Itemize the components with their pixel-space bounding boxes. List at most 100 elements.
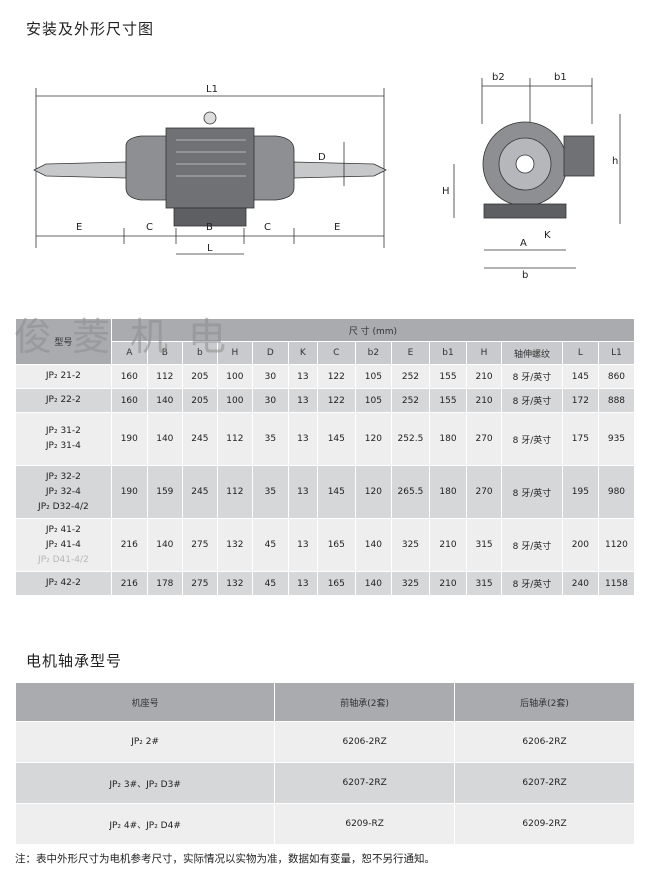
label-E-right: E — [334, 222, 340, 233]
value-cell: 105 — [354, 364, 392, 389]
model-name: JP₂ 41-2 — [45, 524, 81, 535]
value-cell: 252 — [390, 388, 430, 413]
value-cell: 160 — [110, 388, 148, 413]
value-cell: 132 — [216, 518, 253, 572]
model-name: JP₂ 32-4 — [45, 486, 81, 497]
column-header: b2 — [354, 341, 392, 365]
value-cell: 13 — [287, 388, 318, 413]
model-name: JP₂ D41-4/2 — [38, 554, 89, 565]
model-name: JP₂ 31-2 — [45, 426, 81, 436]
bearing-column-header: 机座号 — [14, 682, 276, 722]
label-C-right: C — [264, 222, 271, 233]
value-cell: 120 — [354, 465, 392, 519]
value-cell: 190 — [110, 465, 148, 519]
value-cell: 195 — [561, 465, 599, 519]
bearing-cell: 6207-2RZ — [454, 762, 635, 804]
value-cell: 860 — [597, 364, 636, 389]
bearing-title: 电机轴承型号 — [26, 652, 123, 670]
label-C-left: C — [146, 222, 153, 233]
value-cell: 172 — [561, 388, 599, 413]
value-cell: 35 — [251, 412, 289, 466]
model-name: JP₂ 41-4 — [45, 539, 81, 550]
value-cell: 13 — [287, 518, 318, 572]
value-cell: 112 — [216, 412, 253, 466]
bearing-cell: JP₂ 4#、JP₂ D4# — [14, 803, 276, 845]
model-name: JP₂ 32-2 — [45, 471, 81, 482]
value-cell: 275 — [181, 518, 218, 572]
value-cell: 325 — [390, 571, 430, 596]
value-cell: 132 — [216, 571, 253, 596]
value-cell: 240 — [561, 571, 599, 596]
value-cell: 8 牙/英寸 — [501, 518, 563, 572]
value-cell: 190 — [110, 412, 148, 466]
value-cell: 155 — [428, 364, 468, 389]
bearing-cell: JP₂ 2# — [14, 721, 276, 763]
value-cell: 265.5 — [390, 465, 430, 519]
column-header: L1 — [597, 341, 636, 365]
value-cell: 140 — [354, 518, 392, 572]
value-cell: 178 — [146, 571, 183, 596]
value-cell: 180 — [428, 412, 468, 466]
model-name: JP₂ 22-2 — [45, 395, 81, 405]
value-cell: 210 — [428, 518, 468, 572]
label-E-left: E — [76, 222, 82, 233]
value-cell: 13 — [287, 571, 318, 596]
value-cell: 8 牙/英寸 — [501, 465, 563, 519]
value-cell: 935 — [597, 412, 636, 466]
value-cell: 165 — [316, 518, 356, 572]
label-h: h — [612, 156, 618, 167]
value-cell: 45 — [251, 571, 289, 596]
column-header: E — [390, 341, 430, 365]
model-name: JP₂ 42-2 — [45, 578, 81, 588]
bearing-cell: 6206-2RZ — [454, 721, 635, 763]
value-cell: 210 — [466, 364, 503, 389]
value-cell: 140 — [146, 388, 183, 413]
value-cell: 159 — [146, 465, 183, 519]
side-view-drawing: L1 D E C B C E L — [33, 84, 387, 255]
value-cell: 8 牙/英寸 — [501, 388, 563, 413]
value-cell: 245 — [181, 465, 218, 519]
model-cell: JP₂ 21-2 — [15, 364, 112, 389]
column-header: C — [316, 341, 356, 365]
value-cell: 122 — [316, 364, 356, 389]
label-b: b — [522, 270, 528, 281]
label-K: K — [544, 230, 551, 241]
bearing-cell: 6209-2RZ — [454, 803, 635, 845]
model-cell: JP₂ 42-2 — [15, 571, 112, 596]
value-cell: 252.5 — [390, 412, 430, 466]
bearing-header-row: 机座号前轴承(2套)后轴承(2套) — [14, 682, 635, 722]
value-cell: 8 牙/英寸 — [501, 364, 563, 389]
value-cell: 100 — [216, 388, 253, 413]
installation-title: 安装及外形尺寸图 — [26, 20, 155, 38]
value-cell: 1120 — [597, 518, 636, 572]
value-cell: 30 — [251, 364, 289, 389]
value-cell: 180 — [428, 465, 468, 519]
bearing-cell: 6209-RZ — [274, 803, 456, 845]
value-cell: 165 — [316, 571, 356, 596]
value-cell: 35 — [251, 465, 289, 519]
value-cell: 245 — [181, 412, 218, 466]
model-name: JP₂ D32-4/2 — [38, 501, 89, 512]
value-cell: 216 — [110, 518, 148, 572]
value-cell: 13 — [287, 412, 318, 466]
bearing-cell: 6206-2RZ — [274, 721, 456, 763]
label-b2: b2 — [492, 72, 505, 83]
model-header: 型号 — [15, 318, 112, 365]
value-cell: 210 — [466, 388, 503, 413]
value-cell: 315 — [466, 571, 503, 596]
value-cell: 105 — [354, 388, 392, 413]
value-cell: 45 — [251, 518, 289, 572]
column-header: D — [251, 341, 289, 365]
column-header: b — [181, 341, 218, 365]
